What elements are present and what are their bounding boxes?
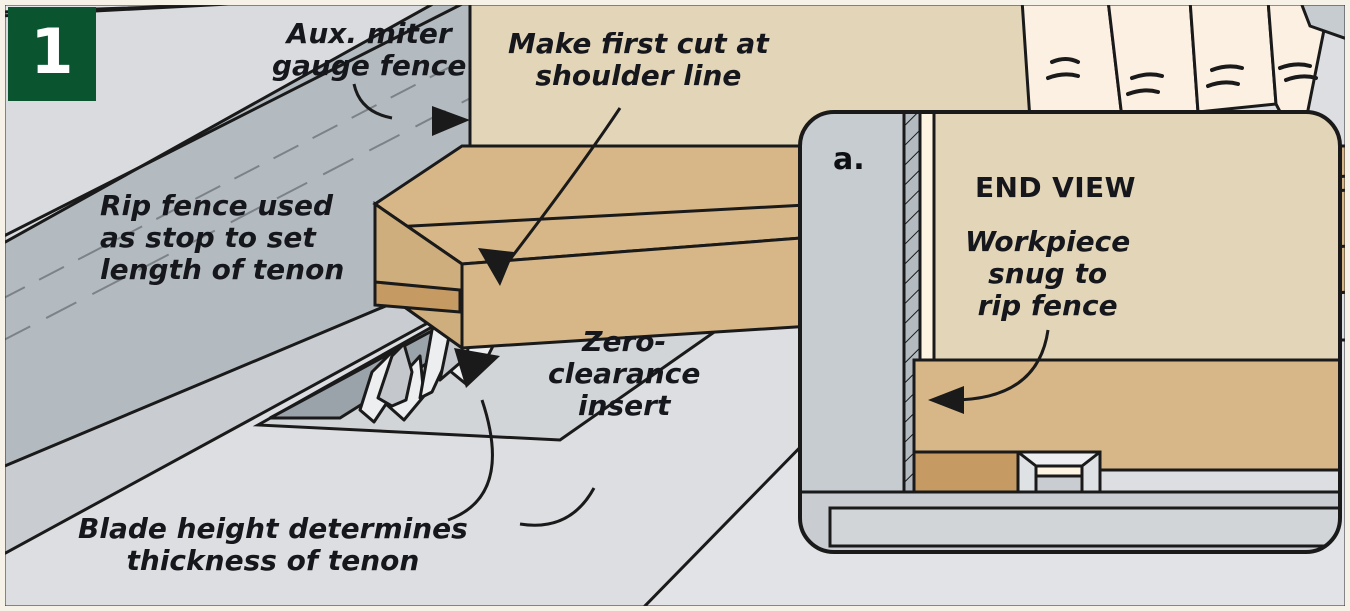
knuckle-creases <box>1046 57 1318 96</box>
end-view-rip-fence-body <box>800 112 906 504</box>
leader-blade-height <box>519 487 596 527</box>
arrowhead-workpiece-snug <box>928 386 964 414</box>
end-view-frame <box>798 110 1342 554</box>
step-number-text: 1 <box>30 15 74 88</box>
leader-workpiece-snug <box>951 329 1050 402</box>
arrowhead-zero-clearance <box>454 348 500 388</box>
end-view-workpiece-upper <box>932 112 1340 362</box>
step-number-badge: 1 <box>8 7 96 101</box>
leader-arrowheads <box>432 106 964 414</box>
fence-scribe-line <box>5 9 561 299</box>
leader-lines <box>352 83 1050 527</box>
finger-3 <box>1188 5 1278 114</box>
leader-zero-clearance <box>447 399 494 522</box>
tenon-cut-shadow <box>373 280 462 314</box>
workpiece-end-grain <box>373 201 464 351</box>
arrowhead-make-cut <box>478 248 514 286</box>
finger-2 <box>1107 5 1200 120</box>
leader-make-cut <box>506 107 622 263</box>
hand-background-fence <box>1300 5 1345 40</box>
leader-aux-fence <box>352 83 393 120</box>
end-view-inset <box>800 112 1340 552</box>
arrowhead-aux-fence <box>432 106 470 136</box>
end-view-tenon-cheek <box>912 450 1024 496</box>
end-view-table-edge <box>828 506 1340 548</box>
